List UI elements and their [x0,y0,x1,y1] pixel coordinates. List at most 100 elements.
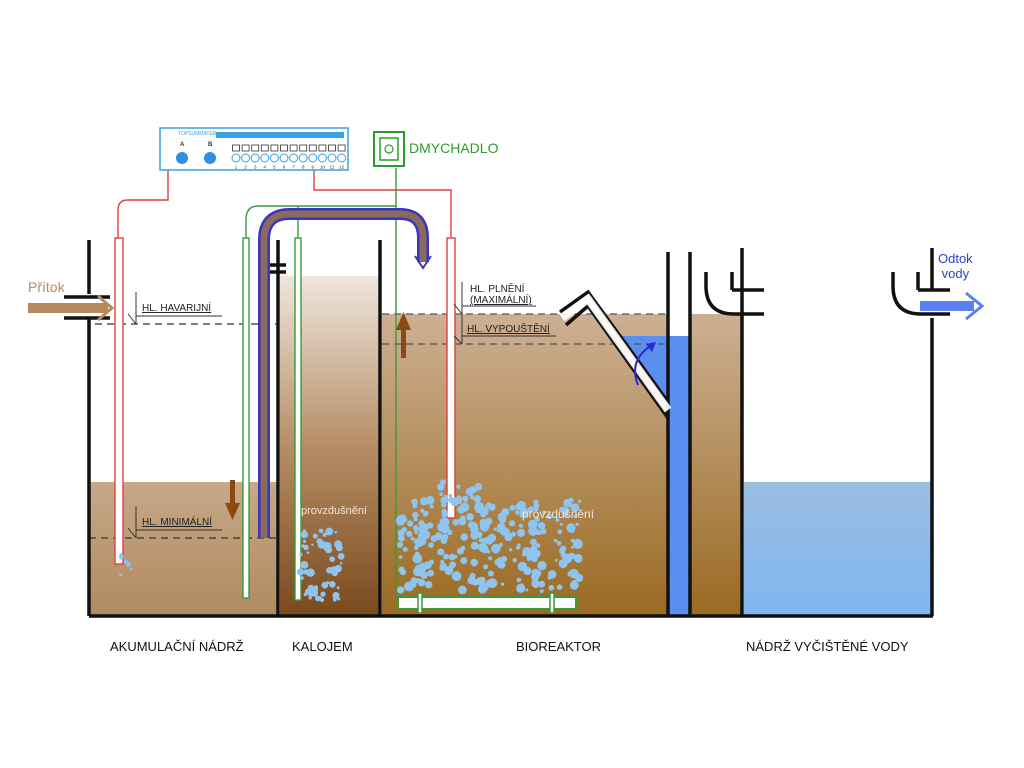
air-bubble [332,592,340,599]
air-bubble [528,527,533,532]
channel-indicator [231,153,241,163]
channel-symbol-icon [280,144,288,152]
airlift-pipe-accumulation [242,237,250,599]
channel-indicator [241,153,251,163]
outlet-pipe [891,248,950,316]
overflow-pipe [704,248,764,316]
air-bubble [487,533,497,543]
fill-level-label-line1: HL. PLNĚNÍ [470,284,525,295]
air-bubble [428,542,434,548]
air-bubble [537,521,546,530]
level-markers [127,282,556,539]
air-bubble [481,577,485,582]
channel-indicator [279,153,289,163]
channel-number: 9 [312,165,315,170]
channel-symbol-icon [308,144,317,152]
air-bubble [320,591,326,597]
air-bubble [555,517,560,522]
air-bubble [452,519,459,526]
air-bubble [439,562,447,571]
minimum-level-label: HL. MINIMÁLNÍ [142,517,213,528]
air-bubble [439,519,446,526]
air-bubble [401,571,405,575]
air-bubble [318,529,322,533]
air-bubble [312,533,318,539]
channel-indicator [327,153,337,163]
air-bubble [491,543,501,554]
channel-number: 7 [292,165,295,170]
outflow-label-line2: vody [941,266,970,281]
tank-label-clean-water: NÁDRŽ VYČIŠTĚNÉ VODY [746,639,909,654]
air-bubble [470,531,479,540]
air-bubble [487,570,494,577]
controller-button-b[interactable] [204,152,216,164]
air-bubble [300,530,309,539]
air-bubble [323,541,332,551]
air-bubble [547,570,557,579]
air-bubble [468,521,476,529]
channel-number: 6 [283,165,286,170]
air-bubble [480,582,489,591]
air-bubble [337,553,345,560]
air-bubble [420,497,429,506]
air-bubble [130,568,133,571]
air-bubble [537,561,547,571]
air-bubbles [119,479,584,603]
air-bubble [556,541,562,546]
air-bubble [508,533,512,538]
air-bubble [558,547,566,555]
air-bubble [532,549,541,558]
siphon-arrowhead [646,342,656,352]
channel-symbol-icon [328,144,336,152]
air-bubble [126,563,130,567]
controller-button-a[interactable] [176,152,188,164]
air-bubble [411,498,419,506]
air-bubble [494,558,502,566]
air-bubble [539,589,544,594]
air-bubble [566,523,576,533]
air-bubble [413,517,418,522]
air-bubble [331,569,339,577]
air-bubble [412,504,418,509]
air-bubble [451,571,462,582]
air-bubble [469,572,476,579]
air-bubble [440,524,450,534]
channel-indicator [289,153,299,163]
air-bubble [470,541,479,550]
air-bubble [441,533,449,541]
air-bubble [406,530,413,538]
outflow-arrow [920,291,985,321]
air-bubble [515,545,521,550]
fill-level-label: HL. PLNĚNÍ (MAXIMÁLNÍ) [470,284,532,306]
aeration-label-sludge: provzdušnění [301,505,368,517]
channel-number: 1 [235,165,238,170]
air-bubble [308,596,312,600]
channel-number: 4 [264,165,267,170]
air-bubble [575,522,579,527]
air-bubble [427,569,435,577]
air-bubble [466,513,474,521]
emergency-level-label: HL. HAVARIJNÍ [142,303,212,314]
air-bubble [311,543,314,546]
air-bubble [519,507,529,517]
air-bubble [412,525,419,532]
air-bubble [448,553,456,561]
channel-number: 5 [273,165,276,170]
air-bubble [525,588,529,592]
outflow-label: Odtok vody [938,251,973,281]
air-bubble [437,548,445,556]
air-bubble [404,581,414,592]
air-bubble [498,542,503,547]
controller-brand: TOPSUMMATER [178,131,217,137]
air-bubble [531,579,540,588]
outflow-label-line1: Odtok [938,251,973,266]
air-bubble [438,534,442,538]
air-bubble [571,545,575,549]
air-bubble [410,536,415,541]
air-bubble [458,585,467,595]
air-bubble [481,537,488,544]
channel-symbol-icon [232,144,240,152]
aerator-diffuser [397,592,577,614]
air-bubble [493,527,497,531]
air-bubble [305,588,311,595]
